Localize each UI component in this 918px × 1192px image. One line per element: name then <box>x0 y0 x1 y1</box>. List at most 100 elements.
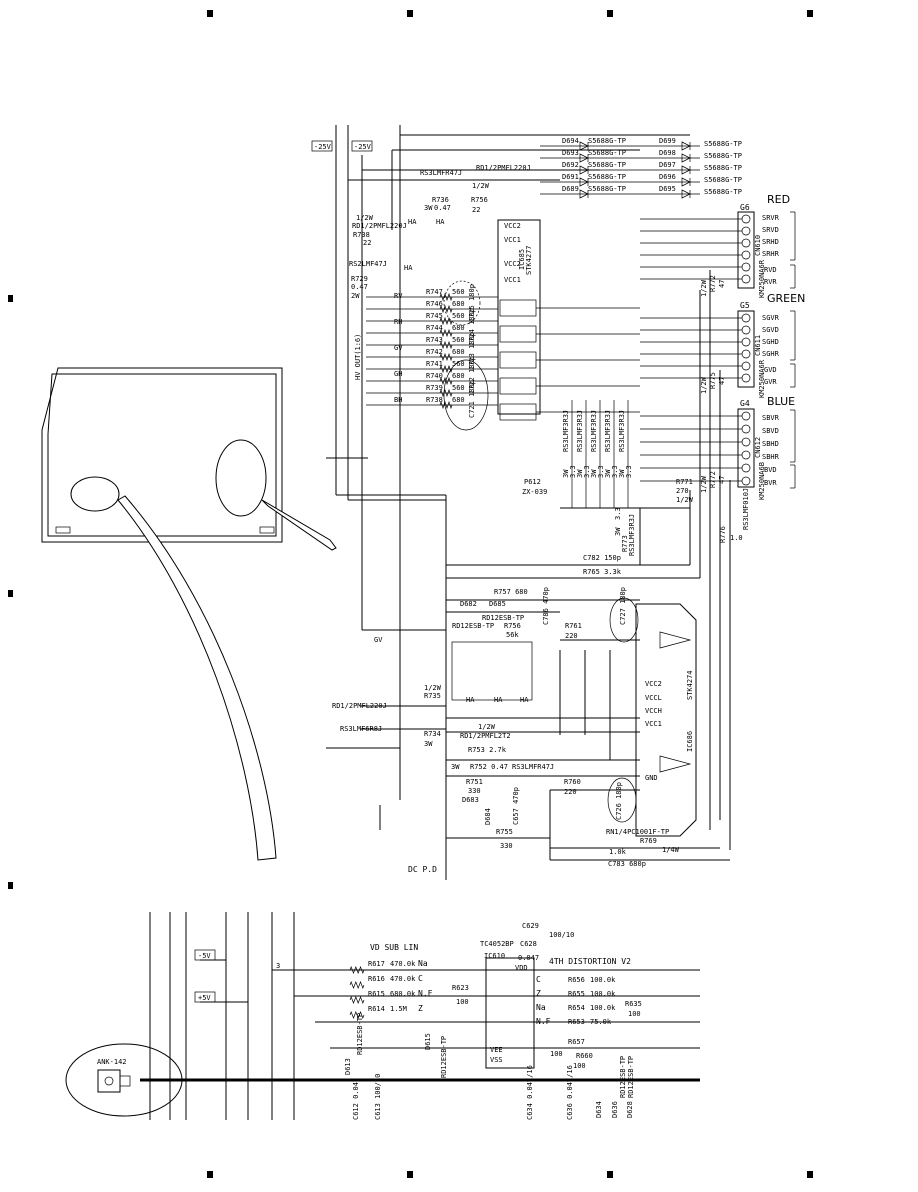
resistor-symbol <box>439 304 453 314</box>
r771-value: 270 <box>676 487 689 495</box>
ic685-body <box>497 219 541 415</box>
diode-left-ref: D693 <box>562 149 579 157</box>
halfw-r771: 1/2W <box>676 496 694 504</box>
supply-pos5: +5V <box>198 994 211 1002</box>
r761-value: 220 <box>565 632 578 640</box>
rrow-ref: R742 <box>426 348 443 356</box>
c612: C612 0.047 <box>352 1078 360 1120</box>
v47-b: 47 <box>718 377 726 385</box>
diode-symbol <box>579 189 589 199</box>
supply-neg25-b: -25V <box>354 143 372 151</box>
ha-label-3: HA <box>404 264 413 272</box>
vertical-rs-value: 3.3 <box>625 465 633 478</box>
rrow-ref: R741 <box>426 360 443 368</box>
vertical-rs-watt: 3W <box>618 469 626 478</box>
ic685-part: STK4277 <box>525 245 533 275</box>
g5-pin-5: GVR <box>764 378 777 386</box>
halfw-r772a: 1/2W <box>700 279 708 297</box>
d634: D634 <box>595 1101 603 1118</box>
rd1-upper: RD1/2PMFL220J <box>476 164 531 172</box>
vertical-rs-value: 3.3 <box>583 465 591 478</box>
r755: R755 <box>496 828 513 836</box>
resistor-symbol <box>349 996 365 1004</box>
signal-label: RV <box>394 292 403 300</box>
diode-symbol <box>579 153 589 163</box>
r635: R635 <box>625 1000 642 1008</box>
c783: C783 680p <box>608 860 646 868</box>
w2: 2W <box>351 292 360 300</box>
rrow-cap: C721 180p <box>468 380 476 418</box>
rrow-ref: R747 <box>426 288 443 296</box>
transistor-box <box>499 299 537 317</box>
c613: C613 100/10 <box>374 1074 382 1120</box>
g5-cn: CN611 <box>754 335 762 356</box>
supply-labels: -25V -25V -5V +5V <box>194 140 373 1003</box>
r751: R751 <box>466 778 483 786</box>
d682: D682 <box>460 600 477 608</box>
r738-value: 22 <box>363 239 371 247</box>
rrow-value: 560 <box>452 360 465 368</box>
bottom-right-value: 75.0k <box>590 1018 612 1026</box>
connector-g6: RED G6 SRVR SRVD SRHD SRHR RVD RVR CN610… <box>737 193 796 298</box>
bottom-left-value: 680.0k <box>390 990 416 998</box>
resistor-symbol <box>439 388 453 398</box>
r757: R757 680 <box>494 588 528 596</box>
bottom-left-tag: Z <box>418 1004 423 1013</box>
g5-part: KM250NA6R <box>758 359 766 398</box>
rd12-b1: RD12ESB-TP <box>356 1013 364 1055</box>
connector-pin <box>741 262 751 272</box>
vd-sub-lin: VD SUB LIN <box>370 943 418 952</box>
connector-pin <box>741 373 751 383</box>
w3-lower-b: 3W <box>451 763 460 771</box>
r729-value: 0.47 <box>351 283 368 291</box>
diode-right-part: S5688G-TP <box>704 140 742 148</box>
r756-lower-value: 56k <box>506 631 519 639</box>
r756-value: 22 <box>472 206 480 214</box>
bottom-right-tag: C <box>536 975 541 984</box>
vertical-rs-watt: 3W <box>576 469 584 478</box>
pcb-inset <box>41 367 337 861</box>
g4-pin-3: SBHR <box>762 453 780 461</box>
d636: D636 <box>611 1101 619 1118</box>
diode-left-part: S5688G-TP <box>588 185 626 193</box>
vdd: VDD <box>515 964 528 972</box>
ic686-pin-vccl: VCCL <box>645 694 662 702</box>
rrow-ref: R745 <box>426 312 443 320</box>
d684: D684 <box>484 808 492 825</box>
r775: R775 <box>709 372 717 389</box>
diode-symbol <box>681 177 691 187</box>
r756-lower: R756 <box>504 622 521 630</box>
r660: R660 <box>576 1052 593 1060</box>
highlight-ellipse-top <box>443 280 481 326</box>
bottom-right-ref: R656 <box>568 976 585 984</box>
diode-left-ref: D689 <box>562 185 579 193</box>
rrow-cap: C724 180p <box>468 308 476 346</box>
g5-pin-1: SGVD <box>762 326 779 334</box>
ic686-part: STK4274 <box>686 670 694 700</box>
g4-cn: CN612 <box>754 437 762 458</box>
diode-right-ref: D695 <box>659 185 676 193</box>
rrow-ref: R738 <box>426 396 443 404</box>
v1_0: 1.0 <box>730 534 743 542</box>
rd12-b2: RD12ESB-TP <box>440 1036 448 1078</box>
rs3-lower-b: RS3LMFR47J <box>512 763 554 771</box>
color-red-label: RED <box>767 193 790 206</box>
dc-pd: DC P.D <box>408 865 437 874</box>
rrow-value: 680 <box>452 324 465 332</box>
rrow-ref: R744 <box>426 324 443 332</box>
bottom-right-tag: Na <box>536 1003 546 1012</box>
connector-pin <box>741 411 751 421</box>
rrow-ref: R746 <box>426 300 443 308</box>
w3-lower: 3W <box>424 740 433 748</box>
color-blue-label: BLUE <box>767 395 795 408</box>
r752: R752 0.47 <box>470 763 508 771</box>
r769-value: 1.0k <box>609 848 627 856</box>
rd12-lower-b: RD12ESB-TP <box>452 622 494 630</box>
rrow-value: 680 <box>452 300 465 308</box>
signal-label: BH <box>394 396 402 404</box>
w3-r773: 3W <box>614 527 622 536</box>
vertical-rs-part: RS3LMF3R3J <box>618 410 626 452</box>
